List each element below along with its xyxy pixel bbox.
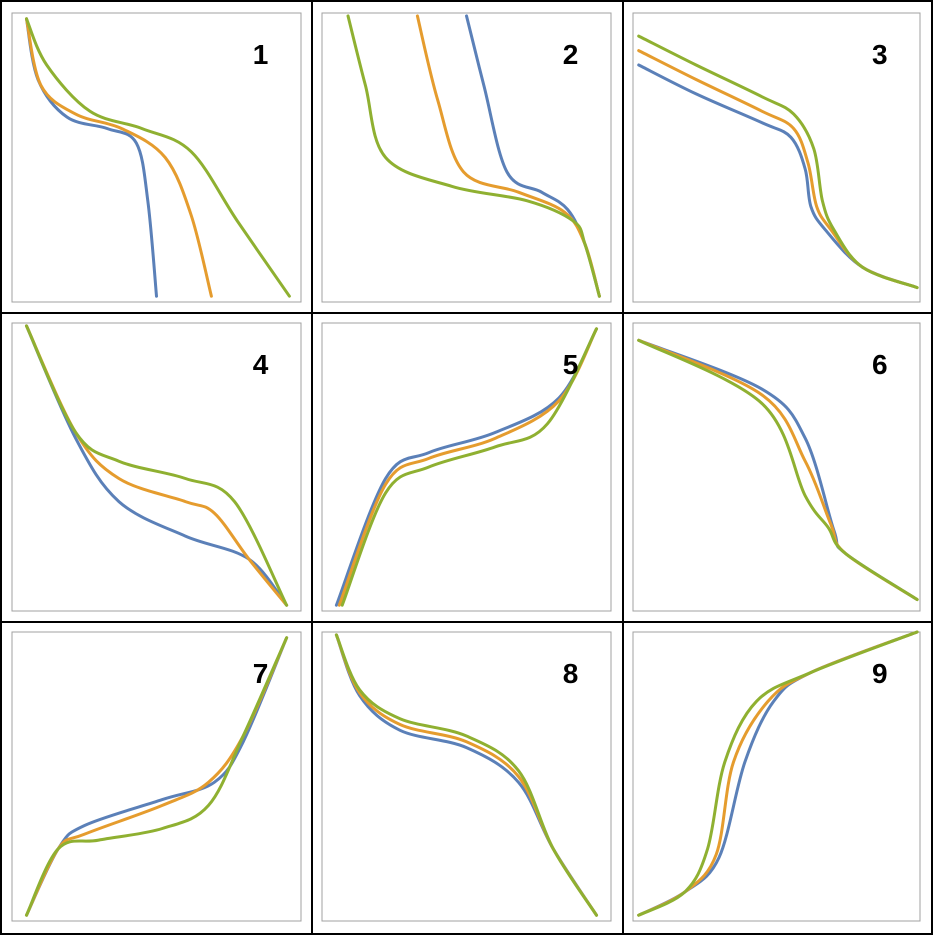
series-group: [637, 630, 919, 917]
panel-number-label: 1: [253, 39, 269, 70]
panel-number-label: 7: [253, 658, 269, 689]
series-group: [25, 324, 289, 607]
panel-number-label: 9: [872, 658, 888, 689]
series-line-green: [346, 14, 601, 298]
plot-frame: [11, 322, 302, 612]
panel-3: 3: [632, 12, 921, 303]
series-line-green: [637, 34, 919, 290]
plot-frame: [632, 631, 921, 922]
series-group: [637, 34, 919, 290]
panel-number-label: 2: [563, 39, 579, 70]
plot-frame: [321, 12, 612, 303]
series-line-green: [334, 633, 598, 917]
series-line-green: [637, 630, 919, 917]
panel-1: 1: [11, 12, 302, 303]
panel-9: 9: [632, 630, 921, 922]
panel-number-label: 4: [253, 349, 269, 380]
series-group: [25, 17, 291, 298]
series-line-green: [25, 17, 291, 298]
panels-layer: 1 2 3 4 5 6 7 8 9: [11, 12, 921, 922]
panel-number-label: 3: [872, 39, 888, 70]
panel-2: 2: [321, 12, 612, 303]
panel-6: 6: [632, 322, 921, 612]
series-line-green: [25, 324, 289, 607]
series-line-orange: [25, 17, 213, 298]
series-line-green: [340, 327, 598, 607]
plot-frame: [632, 12, 921, 303]
plot-frame: [11, 631, 302, 922]
series-line-blue: [334, 327, 598, 607]
series-group: [637, 338, 919, 601]
plot-frame: [321, 322, 612, 612]
series-group: [346, 14, 601, 298]
series-line-green: [637, 338, 919, 601]
panel-number-label: 8: [563, 658, 579, 689]
panel-number-label: 6: [872, 349, 888, 380]
panel-7: 7: [11, 631, 302, 922]
panel-number-label: 5: [563, 349, 579, 380]
plot-frame: [321, 631, 612, 922]
plot-frame: [632, 322, 921, 612]
plot-frame: [11, 12, 302, 303]
panel-5: 5: [321, 322, 612, 612]
panel-8: 8: [321, 631, 612, 922]
panel-4: 4: [11, 322, 302, 612]
series-group: [334, 327, 598, 607]
series-line-green: [25, 636, 289, 917]
series-group: [25, 636, 289, 917]
series-group: [334, 633, 598, 917]
